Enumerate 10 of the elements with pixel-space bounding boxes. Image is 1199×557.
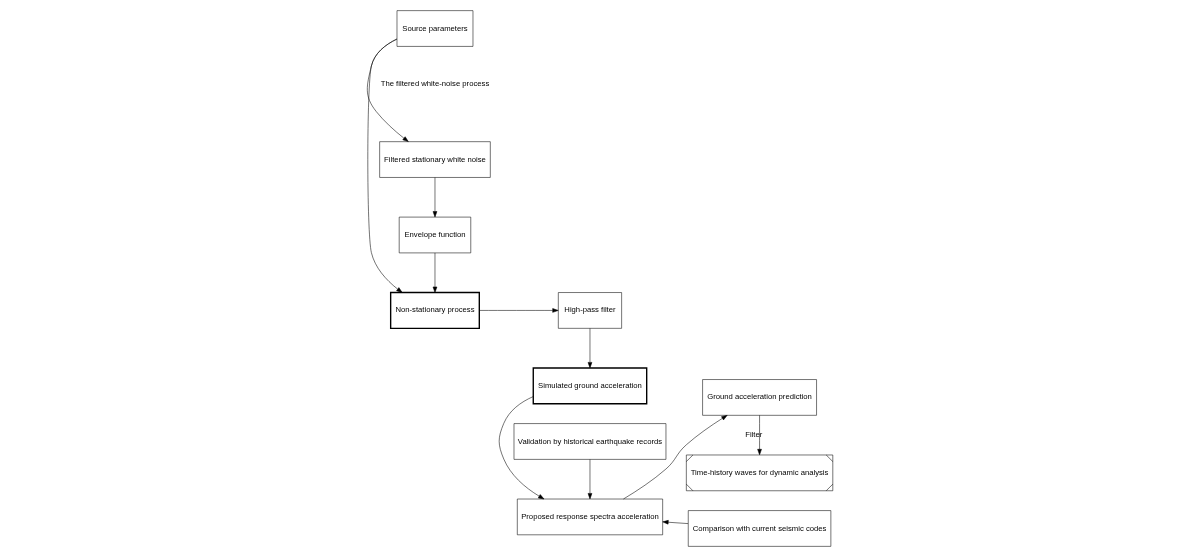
arrow — [587, 459, 592, 500]
arrow — [498, 396, 544, 500]
arrow — [622, 415, 727, 500]
arrow — [432, 252, 437, 293]
arrow — [756, 415, 762, 456]
arrow — [661, 520, 688, 525]
arrow — [478, 308, 558, 313]
arrow — [432, 177, 437, 218]
arrow — [587, 328, 592, 369]
arrow — [367, 38, 402, 293]
